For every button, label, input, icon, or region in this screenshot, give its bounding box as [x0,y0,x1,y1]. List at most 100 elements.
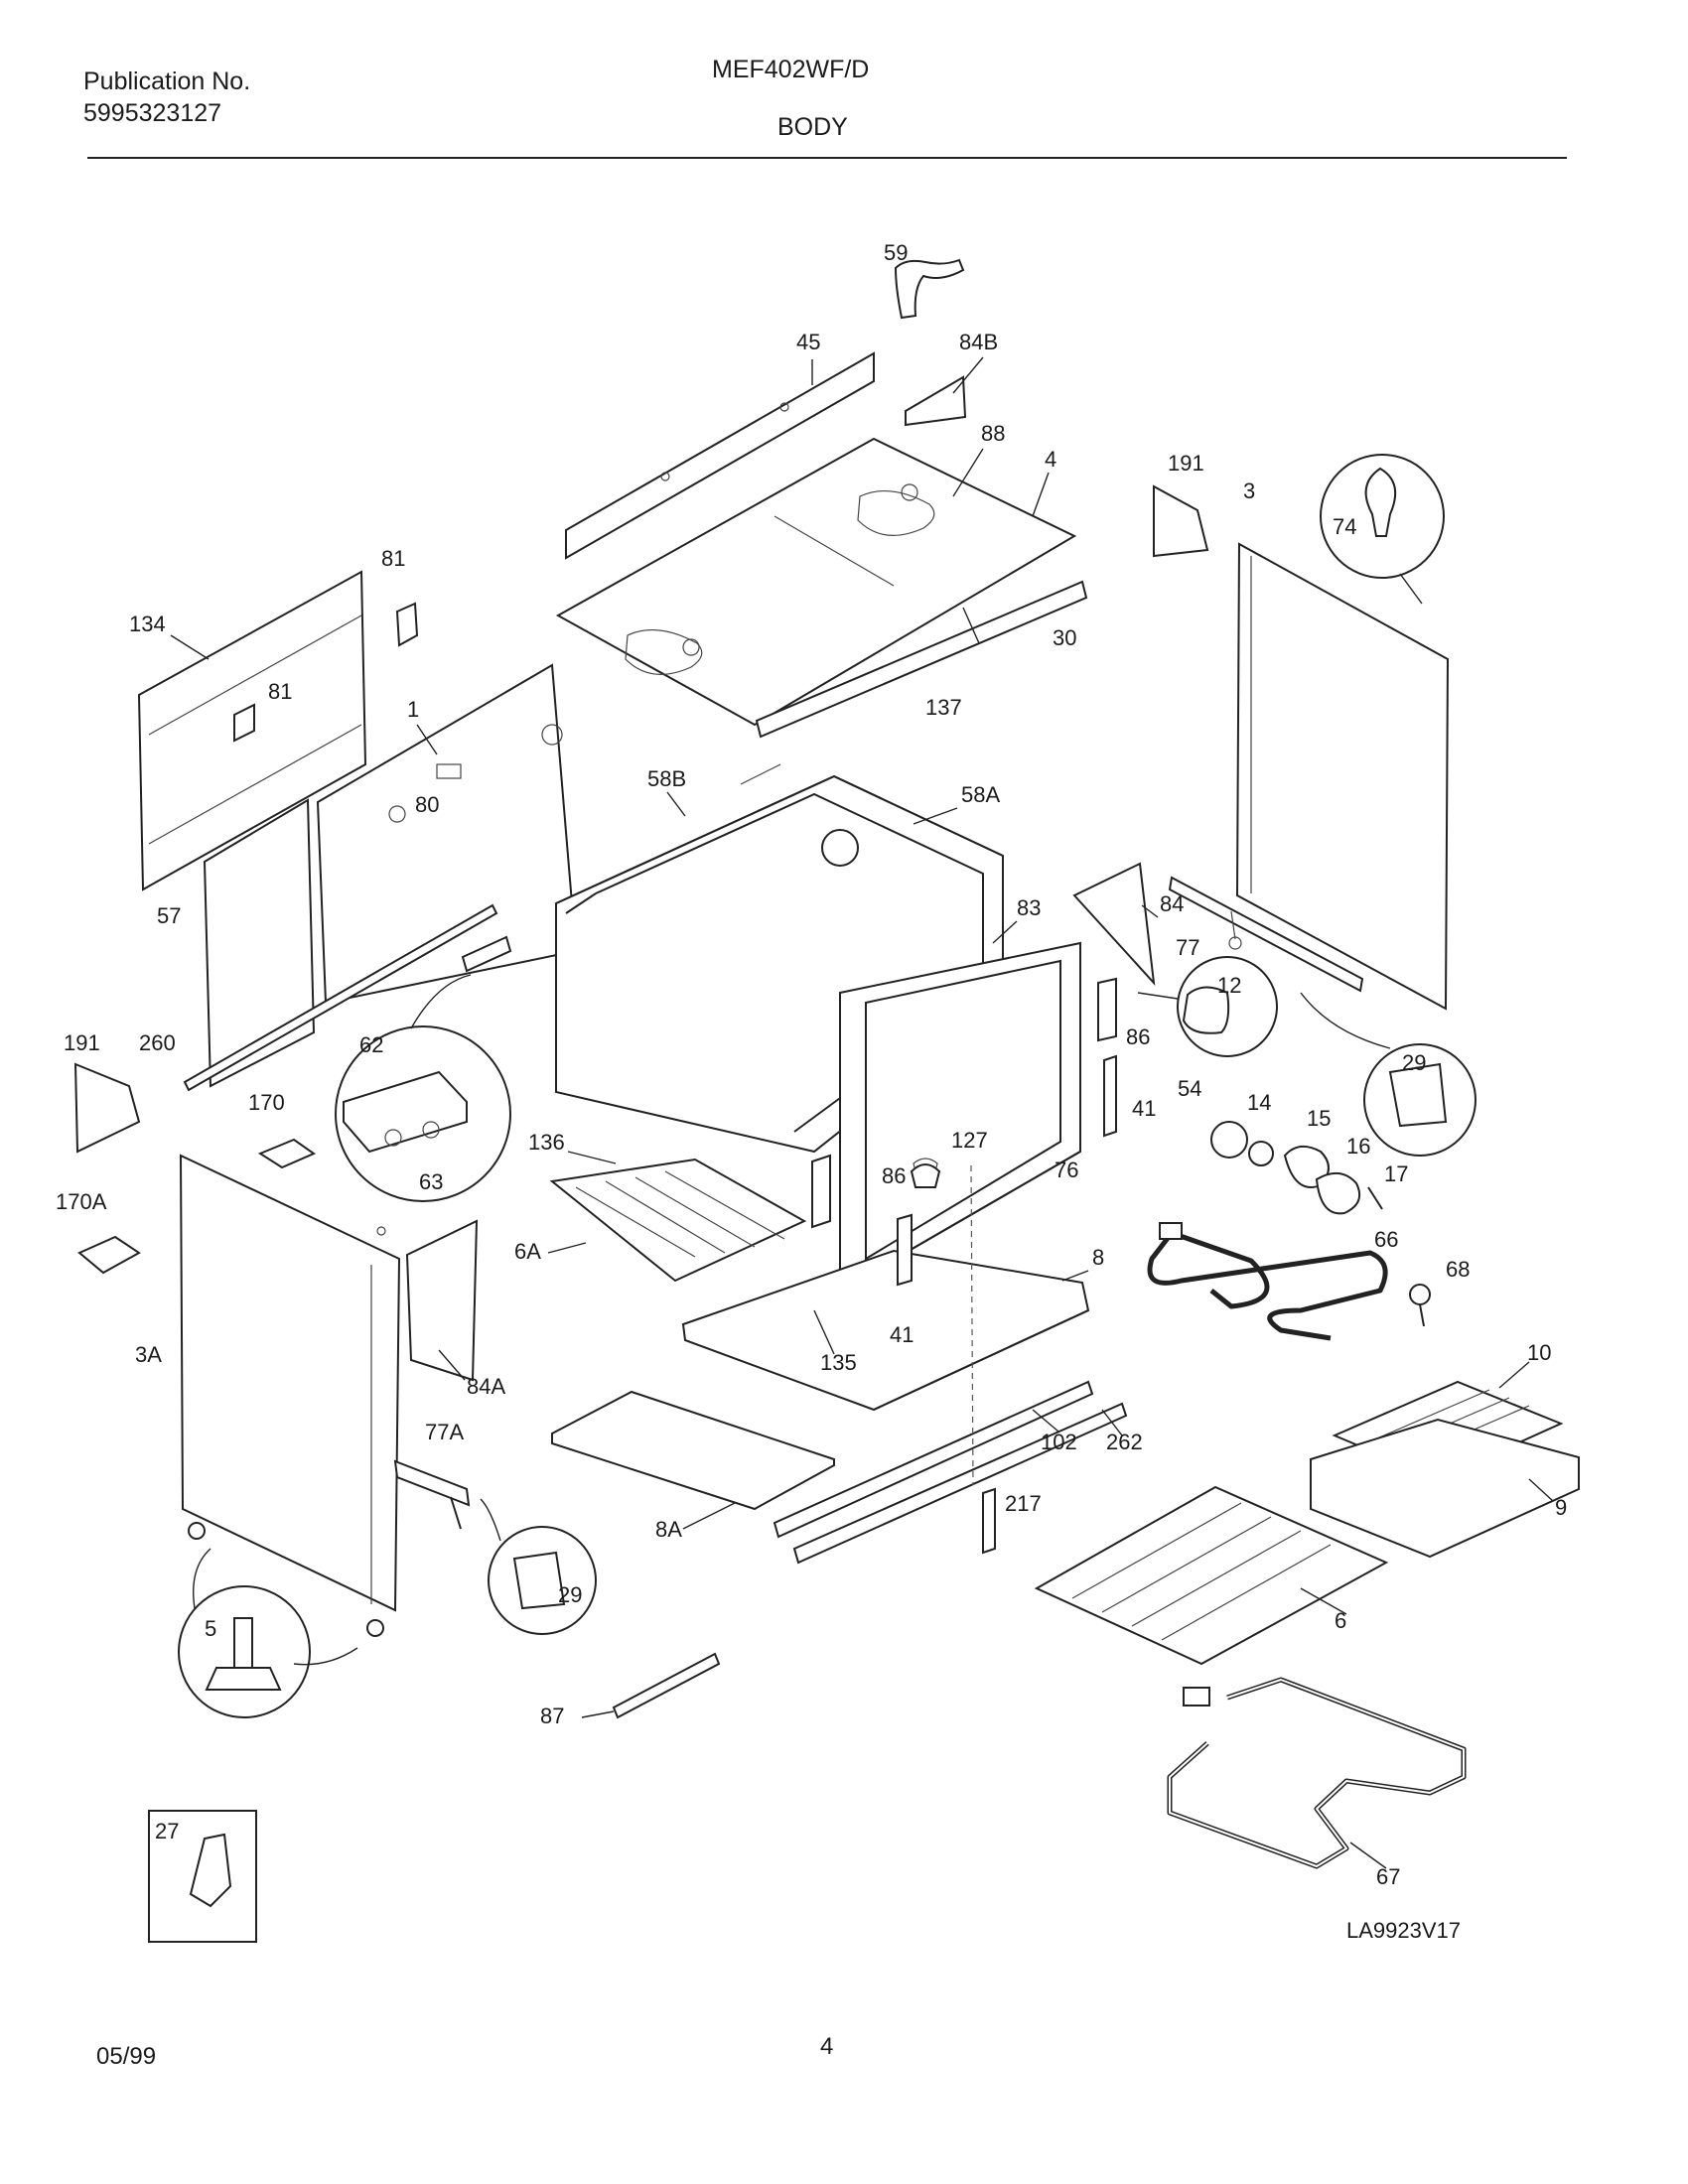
part-light-12-detail [1137,956,1278,1057]
callout-136: 136 [528,1130,565,1155]
callout-1: 1 [407,697,419,722]
part-block-170A [77,1235,141,1275]
part-broil-pan-9 [1310,1418,1580,1559]
part-front-frame-83 [839,941,1081,1293]
part-bracket-29-right [1300,992,1477,1157]
publication-label: Publication No. [83,68,251,95]
callout-41-right: 41 [1132,1096,1156,1121]
callout-191: 191 [1168,451,1204,476]
callout-68: 68 [1446,1257,1470,1282]
part-burner-block-62-detail [335,935,512,1202]
part-bake-element-67 [1167,1677,1467,1869]
part-rail-102 [773,1380,1094,1539]
callout-170A: 170A [56,1189,107,1214]
callout-66: 66 [1374,1227,1398,1252]
part-inset-27 [148,1810,257,1943]
part-back-panel-134 [137,570,367,891]
part-side-panel-3A [179,1154,401,1612]
part-hinge-41-left [897,1213,913,1287]
callout-134: 134 [129,612,166,636]
publication-date: 05/99 [96,2043,157,2070]
part-bulb-74-detail [1320,454,1445,605]
callout-84A: 84A [467,1374,505,1399]
callout-15: 15 [1307,1106,1331,1131]
callout-30: 30 [1053,625,1076,650]
section-title: BODY [777,113,848,141]
callout-87: 87 [540,1704,564,1728]
callout-63: 63 [419,1169,443,1194]
part-bracket-191-left [73,1062,141,1154]
part-top-panel-4 [555,437,1077,727]
callout-29-right: 29 [1402,1050,1426,1075]
callout-3: 3 [1243,478,1255,503]
callout-3A: 3A [135,1342,162,1367]
callout-80: 80 [415,792,439,817]
callout-27: 27 [155,1819,179,1843]
callout-86-left: 86 [882,1163,906,1188]
callout-84B: 84B [959,330,998,354]
part-hinge-41-right [1103,1054,1117,1138]
callout-76: 76 [1055,1158,1078,1182]
callout-127: 127 [951,1128,988,1153]
part-bottom-135 [681,1249,1090,1412]
callout-17: 17 [1384,1161,1408,1186]
part-rail-262 [792,1402,1128,1565]
callout-74: 74 [1333,514,1356,539]
model-number: MEF402WF/D [712,56,870,83]
callout-84: 84 [1160,891,1184,916]
part-shield-84A [405,1219,479,1382]
callout-16: 16 [1346,1134,1370,1159]
part-rail-77 [1168,876,1364,993]
part-bracket-77A [393,1459,471,1530]
header-rule [87,157,1567,159]
part-side-panel-3 [1235,542,1450,1011]
part-rail-30 [755,580,1088,739]
part-door-hinge-86-left [811,1154,831,1229]
callout-137: 137 [925,695,962,720]
part-bracket-29-left-detail [480,1498,597,1635]
callout-260: 260 [139,1030,176,1055]
callout-86-right: 86 [1126,1024,1150,1049]
callout-labels: 59 45 84B 88 4 191 3 74 81 134 81 1 30 1… [56,240,1567,1889]
page-number: 4 [820,2033,834,2060]
part-strip-217 [970,1164,996,1555]
callout-29-left: 29 [558,1582,582,1607]
part-oven-rack-6 [1034,1485,1389,1666]
callout-12: 12 [1217,973,1241,998]
callout-191-left: 191 [64,1030,100,1055]
part-bracket-87 [612,1652,721,1719]
callout-62: 62 [359,1032,383,1057]
part-lamp-socket-127 [910,1163,941,1188]
callout-83: 83 [1017,895,1041,920]
part-bracket-84B [905,375,967,427]
callout-5: 5 [205,1616,216,1641]
drawing-code: LA9923V17 [1346,1918,1461,1943]
callout-57: 57 [157,903,181,928]
part-duct-59 [894,258,965,320]
callout-41-left: 41 [890,1322,914,1347]
part-clip-81 [395,602,419,647]
part-bracket-191-top [1153,484,1209,558]
part-broil-element-66 [1147,1222,1388,1341]
callout-81: 81 [268,679,292,704]
callout-59: 59 [884,240,908,265]
callout-58A: 58A [961,782,1000,807]
callout-88: 88 [981,421,1005,446]
callout-77A: 77A [425,1420,464,1444]
part-bottom-8 [873,1309,1089,1411]
part-shelf-8A [551,1390,835,1511]
callout-8: 8 [1092,1245,1104,1270]
callout-10: 10 [1527,1340,1551,1365]
callout-9: 9 [1555,1495,1567,1520]
callout-67: 67 [1376,1864,1400,1889]
callout-45: 45 [796,330,820,354]
part-rear-panel-57 [203,798,316,1088]
part-oven-rack-6A [549,1158,807,1283]
part-shield-84-right [1072,862,1156,986]
callout-4: 4 [1045,447,1056,472]
callout-54: 54 [1178,1076,1201,1101]
callout-14: 14 [1247,1090,1271,1115]
part-strip-260 [183,903,498,1092]
callout-77: 77 [1176,935,1199,960]
